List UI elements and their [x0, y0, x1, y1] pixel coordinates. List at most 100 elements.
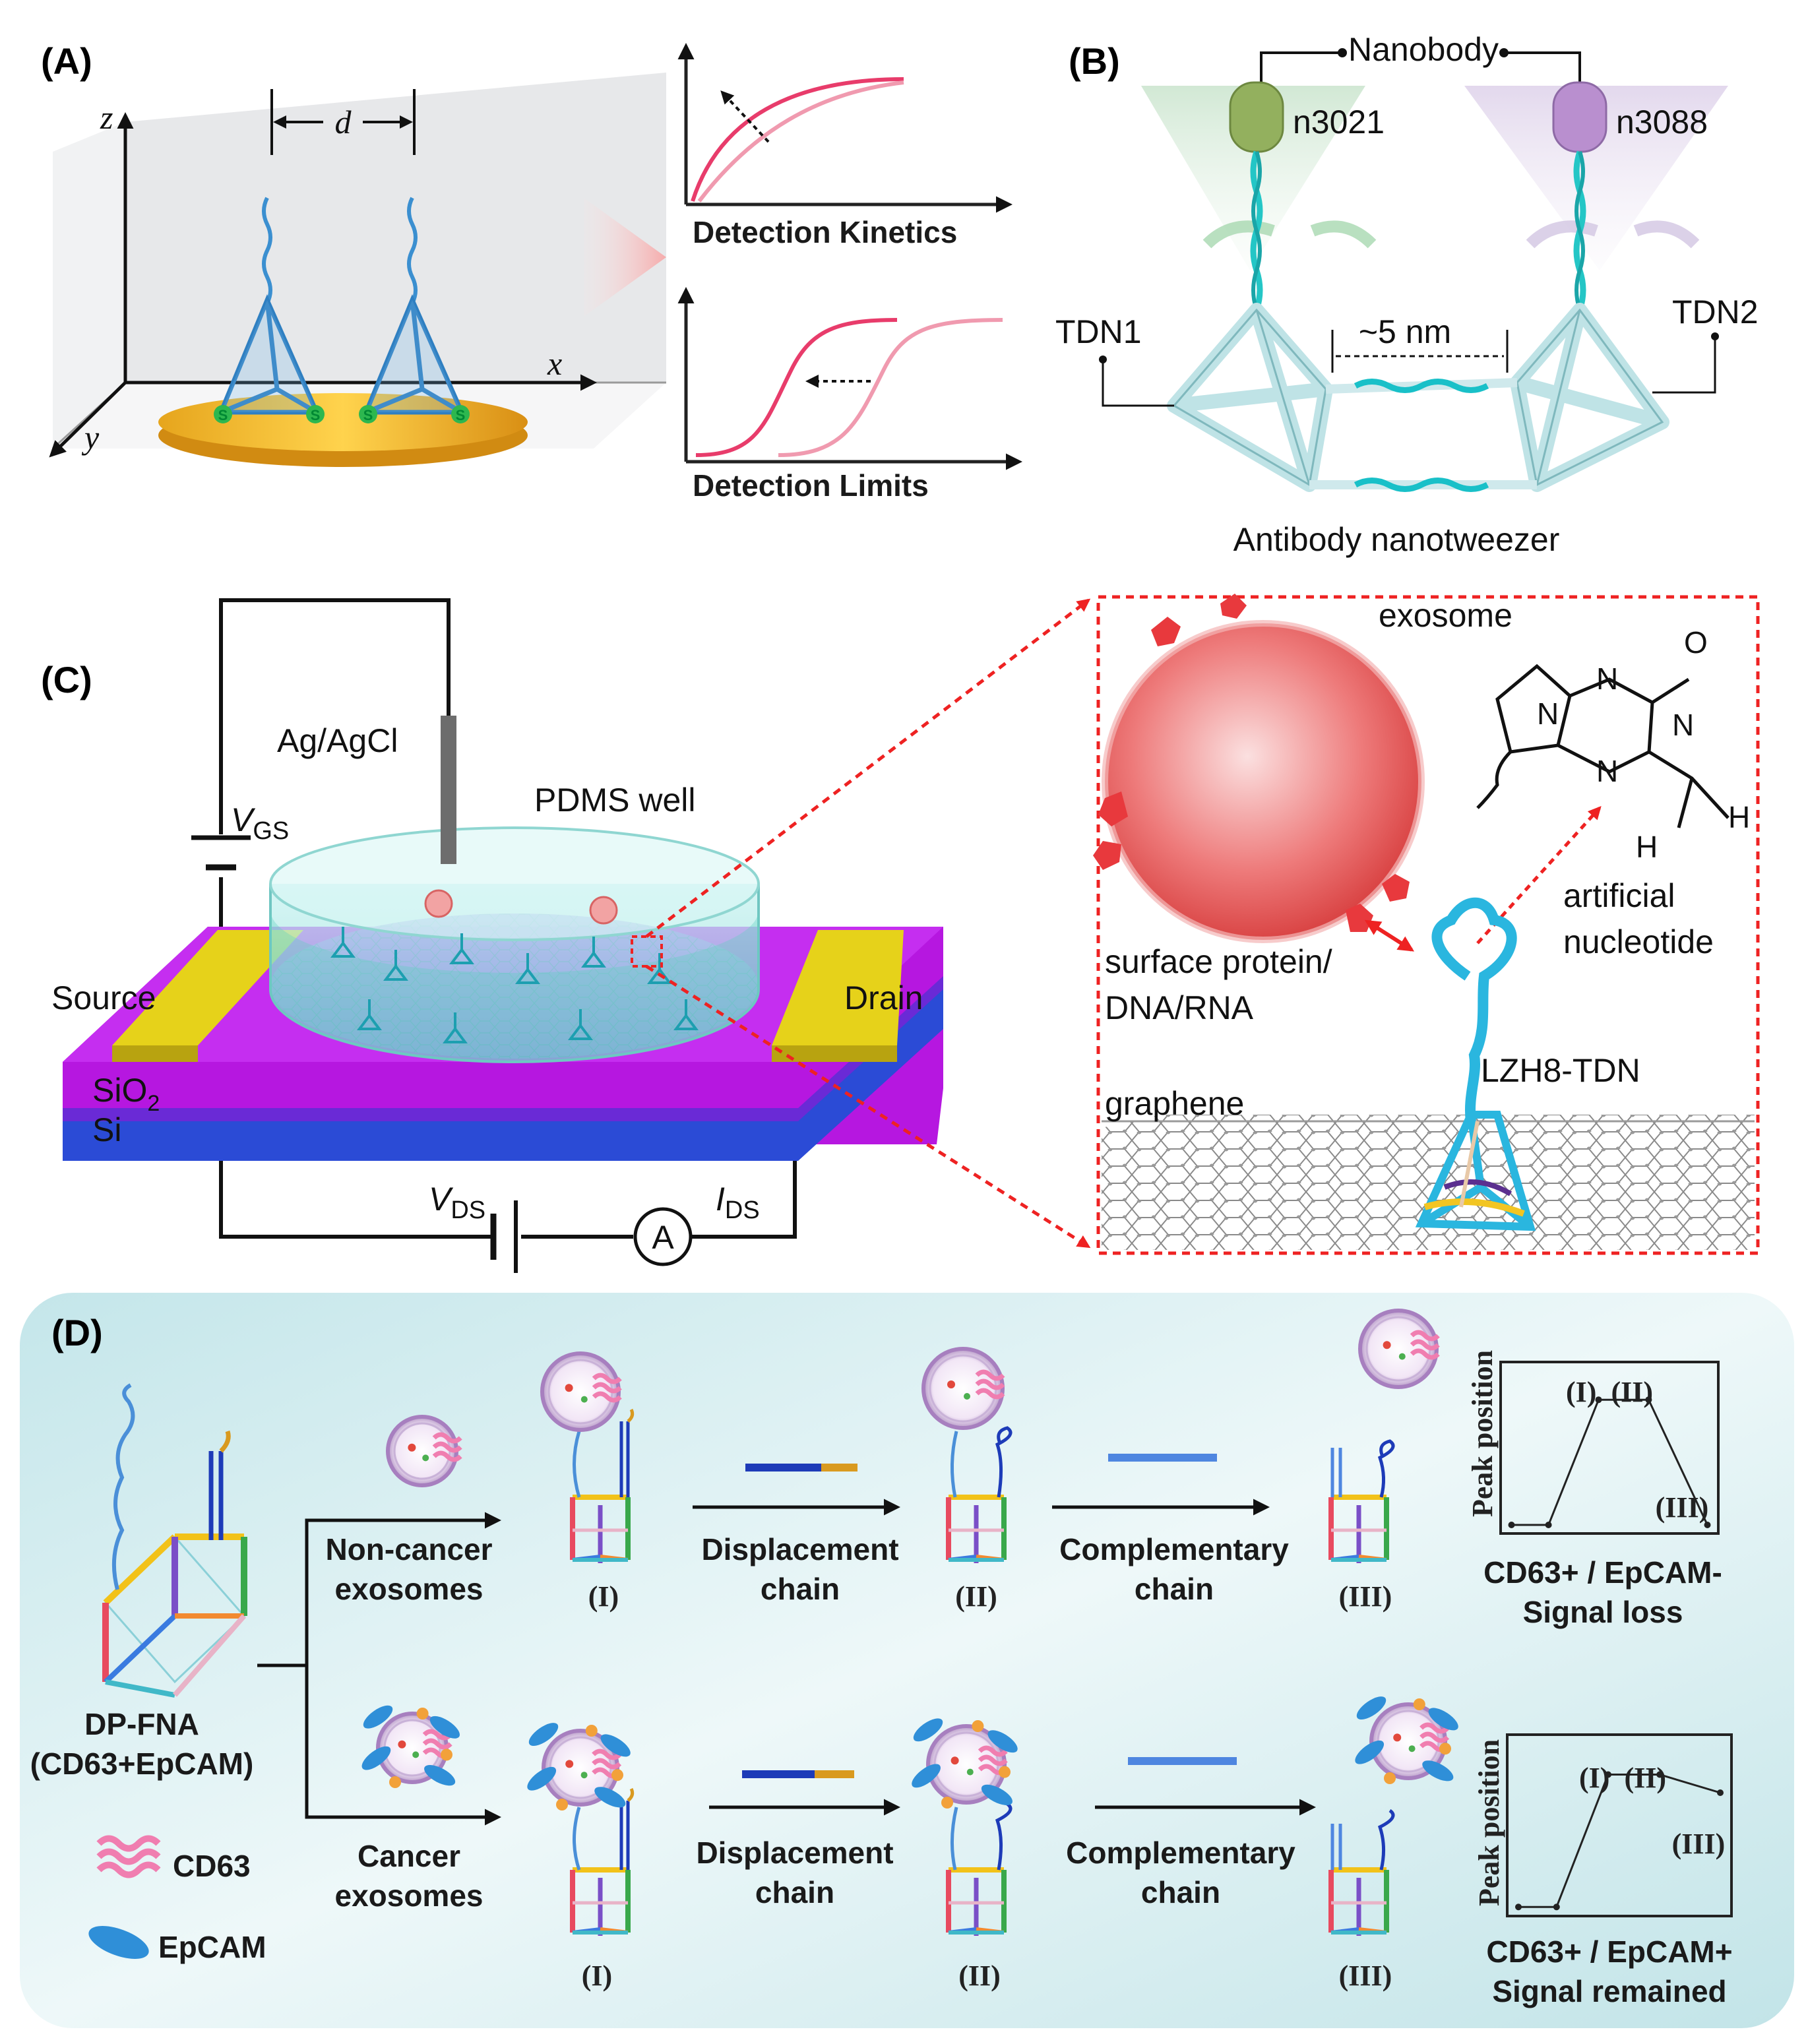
dp-fna-structure: [1328, 1439, 1395, 1563]
panel-b: (B) Nanobody n3021 n3088: [1055, 31, 1759, 558]
pdms-well-rim: [269, 826, 760, 941]
bottom-result-2: Signal remained: [1492, 1974, 1726, 2008]
noncancer-exosome: [921, 1347, 1005, 1430]
ids-label: IDS: [716, 1181, 760, 1224]
dpfna-label-2: (CD63+EpCAM): [30, 1747, 254, 1781]
surface-label-2: DNA/RNA: [1105, 989, 1254, 1026]
fan-right: [1464, 86, 1728, 270]
limits-curve-improved: [695, 318, 898, 457]
nanobody-n3021: [1229, 81, 1284, 153]
top-result-2: Signal loss: [1523, 1595, 1683, 1629]
anchor-label: S: [218, 407, 228, 423]
noncancer-exosome: [540, 1351, 622, 1432]
complementary-label-2: chain: [1141, 1875, 1220, 1909]
lzh8-aptamer: [1431, 897, 1517, 1122]
panel-b-label: (B): [1069, 40, 1120, 82]
peak-axis-label: Peak position: [1473, 1739, 1505, 1906]
tetrahedral-probe-left: S S: [214, 197, 325, 423]
dp-fna-structure: [1328, 1809, 1395, 1936]
artificial-nucleotide-structure: [1476, 664, 1730, 828]
complementary-label-1: Complementary: [1066, 1836, 1295, 1870]
back-wall: [125, 73, 666, 383]
cancer-label-1: Cancer: [358, 1839, 460, 1873]
gate-wire: [219, 598, 451, 834]
panel-b-caption: Antibody nanotweezer: [1233, 521, 1560, 558]
ag-agcl-electrode: [441, 716, 456, 864]
stage-label-ii: (II): [958, 1960, 1001, 1992]
cancer-exosome: [912, 1718, 1018, 1809]
cancer-exosome: [1355, 1696, 1458, 1784]
atom-n3: N: [1672, 708, 1694, 742]
panel-a-label: (A): [41, 40, 92, 82]
vgs-label: VGS: [231, 801, 289, 845]
kinetics-curve-fast: [691, 77, 904, 202]
epcam-legend-icon: [88, 1926, 149, 1959]
anchor-label: S: [456, 407, 466, 423]
atom-n1: N: [1537, 697, 1559, 731]
peak-label-i-ii: (I)(II): [1579, 1762, 1666, 1794]
noncancer-exosome: [1358, 1309, 1440, 1389]
thiol-anchor-icon: [306, 405, 325, 423]
peak-axis-label: Peak position: [1466, 1350, 1499, 1517]
cd63-legend-label: CD63: [173, 1849, 251, 1883]
atom-n4: N: [1596, 754, 1618, 788]
thiol-anchor-icon: [451, 405, 470, 423]
electrode-label: Ag/AgCl: [277, 722, 398, 759]
epcam-legend-label: EpCAM: [158, 1930, 266, 1964]
dp-fna-structure: [946, 1426, 1013, 1563]
peak-point: [1595, 1396, 1602, 1404]
atom-h1: H: [1728, 800, 1750, 834]
panel-d: (D) DP-FNA (CD63+EpCAM) CD63: [20, 1293, 1794, 2028]
displacement-label-2: chain: [755, 1875, 834, 1909]
tdn2-label: TDN2: [1672, 294, 1759, 330]
stage-label-ii: (II): [955, 1580, 997, 1613]
atom-o: O: [1684, 625, 1708, 660]
gap-label: ~5 nm: [1359, 313, 1451, 350]
peak-point: [1704, 1522, 1711, 1528]
limits-label: Detection Limits: [693, 468, 929, 503]
si-label: Si: [92, 1111, 121, 1148]
exosome-label: exosome: [1379, 597, 1512, 634]
peak-label-iii: (III): [1672, 1828, 1726, 1860]
stage-label-iii: (III): [1339, 1960, 1392, 1992]
exosome-sphere: [1105, 623, 1421, 940]
noncancer-label-2: exosomes: [334, 1572, 483, 1606]
axis-y-label: y: [81, 419, 100, 456]
cd63-legend-icon: [96, 1835, 161, 1878]
top-peak-chart: Peak position (I)(II) (III): [1466, 1350, 1720, 1535]
peak-point: [1717, 1789, 1724, 1796]
peak-point: [1545, 1522, 1552, 1528]
vds-label: VDS: [429, 1181, 485, 1224]
tetrahedral-probe-right: S S: [359, 197, 470, 423]
stage-structures: [361, 1309, 1458, 1936]
dpfna-label-1: DP-FNA: [84, 1707, 199, 1741]
displacement-label-2: chain: [761, 1572, 840, 1606]
panel-a: (A) z x y d S S: [41, 40, 1022, 503]
exosome-in-well: [424, 889, 453, 918]
exosome-in-well: [589, 896, 618, 925]
limits-curve-baseline: [778, 318, 1003, 457]
y-axis: [49, 381, 127, 458]
thiol-anchor-icon: [214, 405, 232, 423]
limits-plot: Detection Limits: [677, 287, 1022, 503]
surface-label-1: surface protein/: [1105, 943, 1332, 980]
displacement-label-1: Displacement: [696, 1836, 893, 1870]
displacement-label-1: Displacement: [701, 1532, 898, 1566]
complementary-label-2: chain: [1135, 1572, 1214, 1606]
dp-fna-structure: [570, 1787, 635, 1936]
top-result-1: CD63+ / EpCAM-: [1483, 1555, 1722, 1590]
tdn1-label: TDN1: [1055, 313, 1142, 350]
noncancer-label-1: Non-cancer: [325, 1532, 492, 1566]
well-label: PDMS well: [534, 782, 695, 819]
kinetics-plot: Detection Kinetics: [677, 43, 1013, 249]
nanobody-label: Nanobody: [1348, 31, 1499, 68]
axis-z-label: z: [100, 99, 113, 136]
peak-point: [1605, 1771, 1611, 1778]
artificial-label-2: nucleotide: [1563, 923, 1714, 960]
thiol-anchor-icon: [359, 405, 377, 423]
panel-c-label: (C): [41, 659, 92, 700]
drain-label: Drain: [844, 979, 923, 1016]
nanobody-n3088-label: n3088: [1616, 104, 1708, 140]
panel-d-label: (D): [51, 1312, 103, 1353]
